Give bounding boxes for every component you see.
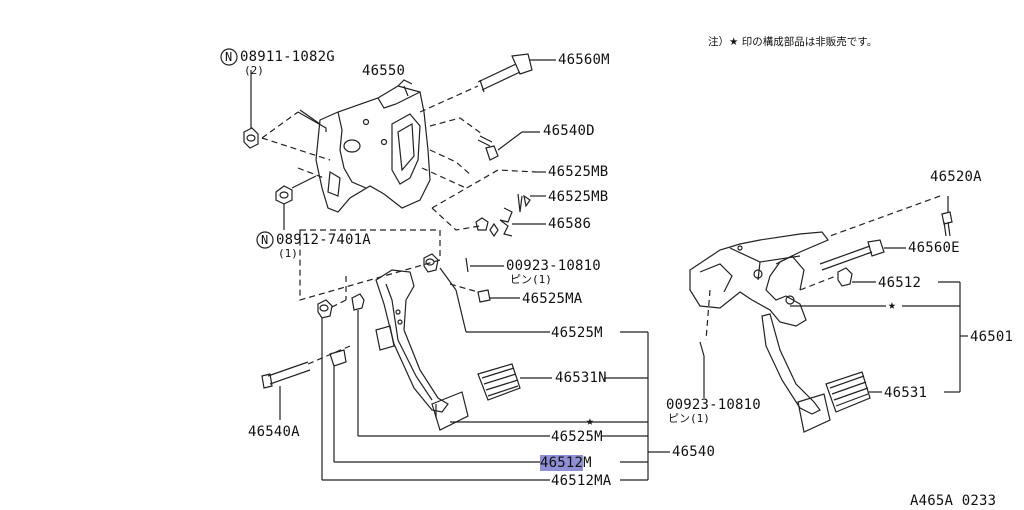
nut-08912-drawing (275, 175, 317, 205)
part-label-46525M-2[interactable]: 46525M (551, 429, 603, 445)
part-label-46525MA[interactable]: 46525MA (522, 291, 583, 307)
n-symbol-08912: N (261, 233, 269, 247)
bolt-46540A-drawing (261, 361, 311, 420)
n-symbol-08911: N (225, 50, 233, 64)
part-label-46520A[interactable]: 46520A (930, 169, 982, 185)
part-label-46531N[interactable]: 46531N (555, 370, 607, 386)
spring-46586-drawing (475, 193, 531, 238)
nut-08911-drawing (243, 127, 259, 149)
bracket-46550-drawing (315, 79, 431, 213)
highlight-46512: 46512 (540, 455, 584, 471)
bolt-46540D-drawing (477, 131, 540, 161)
part-label-46560E[interactable]: 46560E (908, 240, 960, 256)
part-label-46531[interactable]: 46531 (884, 385, 928, 401)
part-label-46550[interactable]: 46550 (362, 63, 406, 79)
part-label-08912-7401A[interactable]: 08912-7401A (276, 232, 371, 248)
part-label-46512[interactable]: 46512 (878, 275, 922, 291)
part-sub-pin-right: ピン(1) (668, 412, 710, 425)
part-label-46525MB-1[interactable]: 46525MB (548, 164, 609, 180)
assembly-46501-drawing (689, 231, 871, 433)
part-label-46540A[interactable]: 46540A (248, 424, 300, 440)
part-label-46525MB-2[interactable]: 46525MB (548, 189, 609, 205)
suffix-m: M (583, 455, 592, 471)
pedal-pad-drawing (431, 391, 469, 431)
part-qty-08911: (2) (244, 64, 264, 77)
part-label-46560M[interactable]: 46560M (558, 52, 610, 68)
part-sub-pin-left: ピン(1) (510, 273, 552, 286)
part-label-46525M[interactable]: 46525M (551, 325, 603, 341)
bolt-46560M-drawing (477, 53, 556, 93)
non-sale-note: 注）★ 印の構成部品は非販売です。 (708, 36, 878, 48)
part-label-08911-1082G[interactable]: 08911-1082G (240, 49, 335, 65)
part-label-00923-10810-right[interactable]: 00923-10810 (666, 397, 761, 413)
star-marker-right: ★ (888, 298, 897, 313)
part-label-46501[interactable]: 46501 (970, 329, 1014, 345)
star-marker-left: ★ (586, 414, 595, 429)
part-label-46512M[interactable]: 46512M (540, 455, 592, 471)
part-label-00923-10810-left[interactable]: 00923-10810 (506, 258, 601, 274)
part-label-46512MA[interactable]: 46512MA (551, 473, 612, 489)
part-label-46586[interactable]: 46586 (548, 216, 592, 232)
pad-46531N-drawing (477, 363, 552, 401)
pedal-46540-drawing (375, 269, 449, 413)
part-label-46540[interactable]: 46540 (672, 444, 716, 460)
part-qty-08912: (1) (278, 247, 298, 260)
diagram-code: A465A 0233 (910, 493, 997, 509)
part-label-46540D[interactable]: 46540D (543, 123, 595, 139)
